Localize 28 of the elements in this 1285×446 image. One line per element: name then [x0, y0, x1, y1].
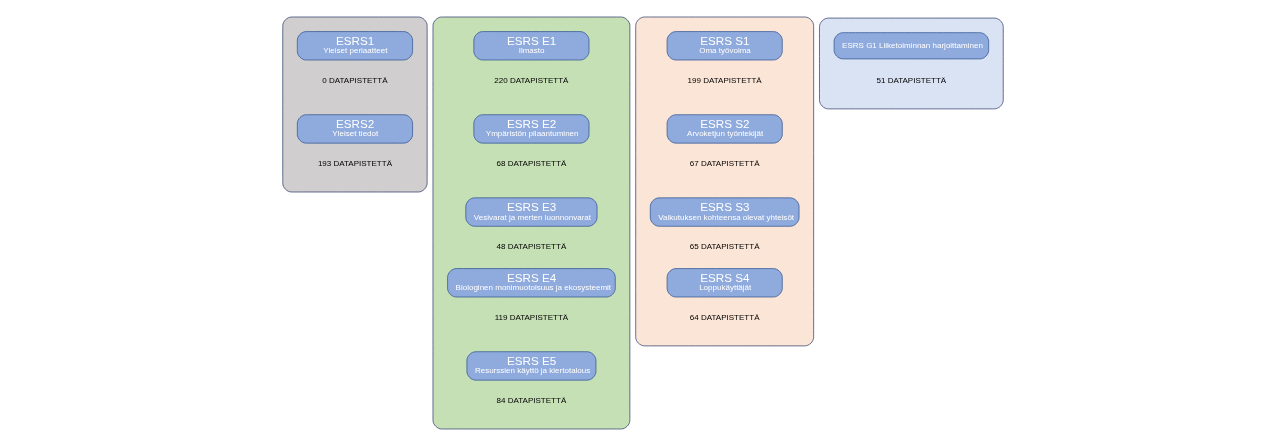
node-box: ESRS S2 Arvoketjun työntekijät [666, 114, 783, 144]
node-label: 67 DATAPISTETTÄ [689, 159, 759, 169]
node-label: 0 DATAPISTETTÄ [321, 76, 388, 86]
cluster [818, 17, 1004, 110]
node-box: ESRS G1 Liiketoiminnan harjoittaminen [833, 32, 989, 60]
node-label: 68 DATAPISTETTÄ [496, 159, 566, 169]
node-label: 64 DATAPISTETTÄ [689, 313, 759, 323]
node-box: ESRS E4 Biologinen monimuotoisuus ja ekosysteemit [446, 268, 616, 298]
node-box: ESRS S4 Loppukäyttäjät [666, 268, 783, 298]
node-label: 199 DATAPISTETTÄ [687, 76, 762, 86]
node-label: 193 DATAPISTETTÄ [317, 159, 392, 169]
node-label: 51 DATAPISTETTÄ [876, 76, 946, 86]
node-label: 119 DATAPISTETTÄ [494, 313, 568, 323]
cluster [432, 16, 630, 430]
node-box: ESRS1 Yleiset periaatteet [296, 31, 413, 61]
node-label: 65 DATAPISTETTÄ [689, 242, 759, 252]
node-label: 84 DATAPISTETTÄ [496, 396, 566, 406]
node-box: ESRS E3 Vesivarat ja merten luonnonvarat [464, 197, 597, 227]
node-label: 48 DATAPISTETTÄ [496, 242, 566, 252]
node-box: ESRS E1 Ilmasto [472, 31, 589, 61]
node-label: 220 DATAPISTETTÄ [493, 76, 568, 86]
cluster [281, 16, 427, 193]
node-box: ESRS E2 Ympäristön pilaantuminen [472, 114, 589, 144]
node-box: ESRS2 Yleiset tiedot [296, 114, 413, 144]
cluster [634, 16, 814, 347]
node-box: ESRS S1 Oma työvoima [666, 31, 783, 61]
node-box: ESRS E5 Resurssien käyttö ja kiertotalous [466, 351, 596, 381]
node-box: ESRS S3 Vaikutuksen kohteensa olevat yhteisöt [649, 197, 799, 227]
